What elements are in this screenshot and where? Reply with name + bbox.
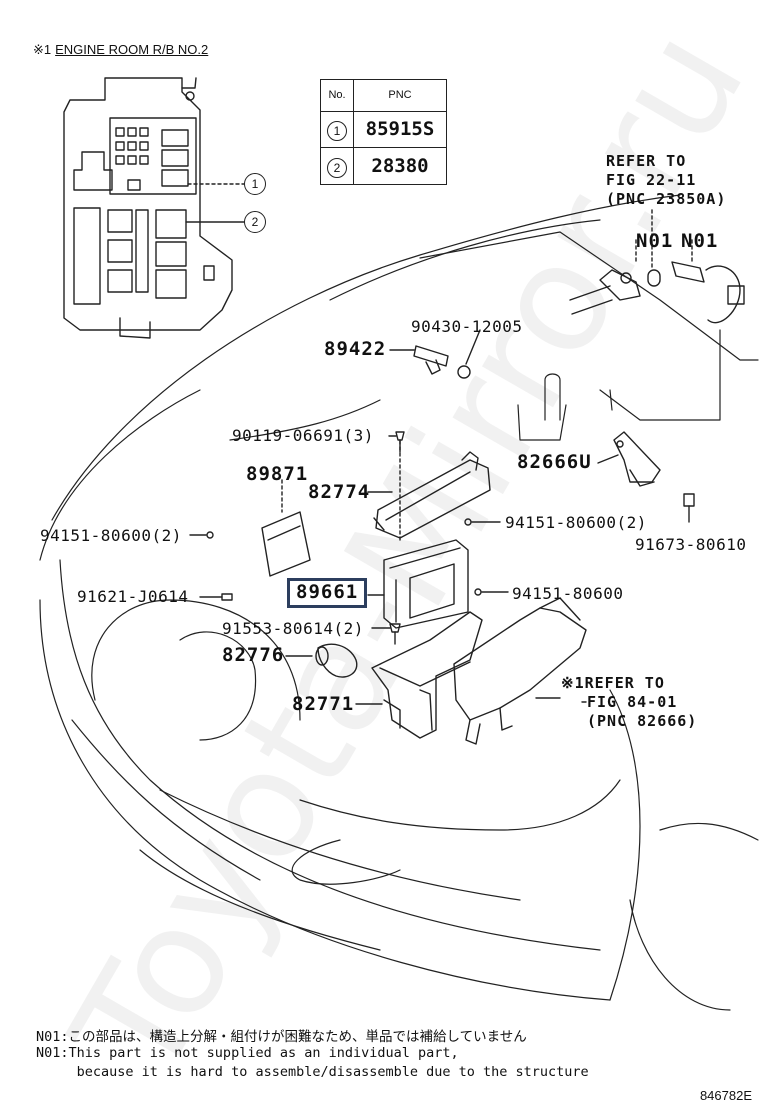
relay-box-callout-1: 1 <box>244 173 266 195</box>
table-header-pnc: PNC <box>353 79 447 112</box>
label-n01-a: N01 <box>636 230 674 252</box>
bracket-82666u-drawing <box>597 431 695 523</box>
refer-line: (PNC 82666) <box>587 712 698 730</box>
relay-box-drawing <box>63 77 245 339</box>
label-94151-80600-left: 94151-80600(2) <box>40 526 182 545</box>
table-row-pnc: 28380 <box>353 147 447 185</box>
fasteners-drawing <box>189 329 587 703</box>
car-body-drawing <box>39 194 759 1011</box>
refer-fig-22-11: REFER TO FIG 22-11 (PNC 23850A) <box>606 152 726 209</box>
label-91553-80614: 91553-80614(2) <box>222 619 364 638</box>
refer-line: ※1REFER TO <box>561 674 665 692</box>
label-94151-80600-right: 94151-80600(2) <box>505 513 647 532</box>
title-text: ENGINE ROOM R/B NO.2 <box>55 42 209 57</box>
label-94151-80600: 94151-80600 <box>512 584 624 603</box>
bracket-82771-drawing <box>355 611 483 739</box>
label-91621-j0614: 91621-J0614 <box>77 587 189 606</box>
panel-89871-drawing <box>261 479 311 577</box>
label-n01-b: N01 <box>681 230 719 252</box>
table-row-number: 1 <box>327 120 347 141</box>
table-header-no: No. <box>320 79 354 112</box>
note-english-1: N01:This part is not supplied as an indi… <box>36 1045 459 1061</box>
refer-line: (PNC 23850A) <box>606 190 727 208</box>
cover-82774-drawing <box>367 451 491 539</box>
table-row: 1 85915S <box>320 110 447 149</box>
table-row: 2 28380 <box>320 147 447 185</box>
refer-fig-84-01: ※1REFER TO FIG 84-01 (PNC 82666) <box>561 674 697 731</box>
ecu-89661-drawing <box>367 439 469 629</box>
label-90119-06691: 90119-06691(3) <box>232 426 374 445</box>
sensor-89422-drawing <box>389 345 471 379</box>
label-82771: 82771 <box>292 693 355 715</box>
label-82774: 82774 <box>308 481 371 503</box>
bracket-82666-drawing <box>453 597 587 745</box>
relay-box-callout-2: 2 <box>244 211 266 233</box>
note-japanese: N01:この部品は、構造上分解・組付けが困難なため、単品では補給していません <box>36 1029 527 1045</box>
label-89661: 89661 <box>296 581 359 603</box>
figure-code: 846782E <box>699 1088 752 1103</box>
table-row-number: 2 <box>327 157 347 178</box>
sensor-drawing <box>569 209 745 324</box>
title-mark: ※1 <box>33 42 52 57</box>
label-90430-12005: 90430-12005 <box>411 317 523 336</box>
table-row-pnc: 85915S <box>353 110 447 149</box>
label-89422: 89422 <box>324 338 387 360</box>
note-english-2: because it is hard to assemble/disassemb… <box>36 1064 589 1080</box>
refer-line: FIG 84-01 <box>587 693 678 711</box>
label-89871: 89871 <box>246 463 309 485</box>
pnc-table: No. PNC 1 85915S 2 28380 <box>320 79 447 185</box>
hose-82776-drawing <box>285 643 358 678</box>
highlight-box-89661 <box>287 578 367 608</box>
label-91673-80610: 91673-80610 <box>635 535 747 554</box>
label-82666u: 82666U <box>517 451 592 473</box>
refer-line: FIG 22-11 <box>606 171 697 189</box>
refer-line: REFER TO <box>606 152 687 170</box>
label-82776: 82776 <box>222 644 285 666</box>
